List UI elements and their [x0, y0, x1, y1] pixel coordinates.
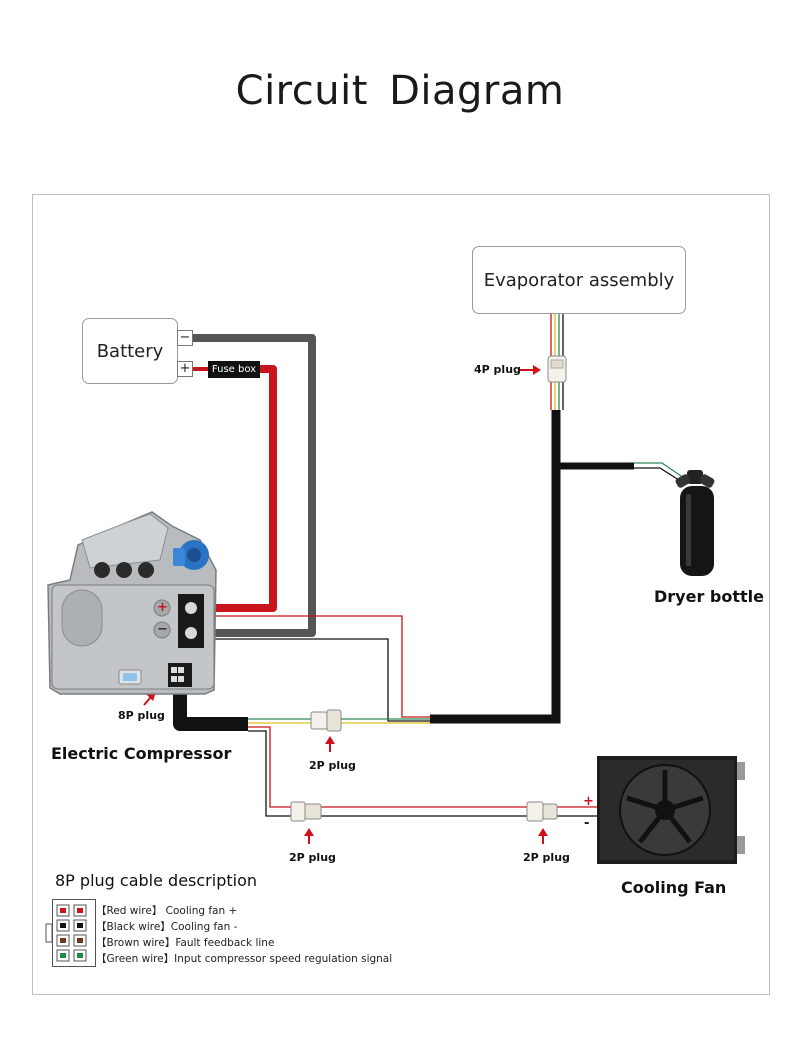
compressor-plug-label: 8P plug — [118, 709, 165, 722]
battery-box: Battery — [82, 318, 178, 384]
left-2p-connector — [290, 801, 322, 822]
cable-row-black: 【Black wire】Cooling fan - — [96, 921, 238, 933]
evaporator-4p-connector — [547, 355, 567, 383]
cable-description-title: 8P plug cable description — [55, 871, 257, 890]
plug8-cable — [173, 685, 248, 731]
arrow-left-2p — [304, 828, 314, 844]
right-plug-label: 2P plug — [523, 851, 570, 864]
page-title: Circuit Diagram — [235, 68, 565, 114]
right-2p-connector — [526, 801, 558, 822]
compressor-label: Electric Compressor — [51, 744, 232, 763]
cable-row-green: 【Green wire】Input compressor speed regul… — [96, 953, 393, 965]
dryer-bottle-image — [675, 470, 715, 576]
plug8-outline — [52, 899, 96, 967]
fan-plus-mark: + — [583, 794, 594, 809]
fan-minus-mark: - — [584, 816, 590, 831]
dryer-lead-green — [634, 462, 685, 479]
thin-black-wire — [214, 638, 430, 722]
left-plug-label: 2P plug — [289, 851, 336, 864]
compressor-plus-mark: + — [157, 600, 168, 615]
dryer-bottle-label: Dryer bottle — [654, 587, 764, 606]
fan-red-wire — [248, 726, 597, 808]
evaporator-plug-label: 4P plug — [474, 363, 521, 376]
compressor-image — [47, 511, 217, 695]
battery-label: Battery — [96, 340, 164, 362]
battery-negative-cable — [193, 334, 316, 637]
arrow-center-2p — [325, 736, 335, 752]
diagram-frame — [32, 194, 770, 995]
cable-row-brown: 【Brown wire】Fault feedback line — [96, 937, 275, 949]
arrow-right-2p — [538, 828, 548, 844]
fan-black-wire — [248, 730, 597, 817]
battery-negative-terminal: − — [177, 330, 193, 346]
center-plug-label: 2P plug — [309, 759, 356, 772]
main-trunk-cable — [430, 410, 561, 724]
compressor-minus-mark: − — [157, 622, 168, 637]
fuse-box: Fuse box — [208, 361, 260, 378]
thin-red-wire — [214, 615, 430, 718]
plug8-pin-diagram — [45, 904, 87, 962]
center-2p-connector — [310, 709, 342, 732]
cable-row-red: 【Red wire】 Cooling fan + — [96, 905, 238, 917]
evaporator-label: Evaporator assembly — [483, 269, 675, 291]
dryer-lead-black — [634, 467, 683, 483]
battery-positive-cable — [214, 365, 277, 612]
battery-positive-terminal: + — [177, 361, 193, 377]
cooling-fan-image — [597, 756, 745, 864]
arrow-4p-plug — [520, 365, 541, 375]
cooling-fan-label: Cooling Fan — [621, 878, 727, 897]
evaporator-box: Evaporator assembly — [472, 246, 686, 314]
